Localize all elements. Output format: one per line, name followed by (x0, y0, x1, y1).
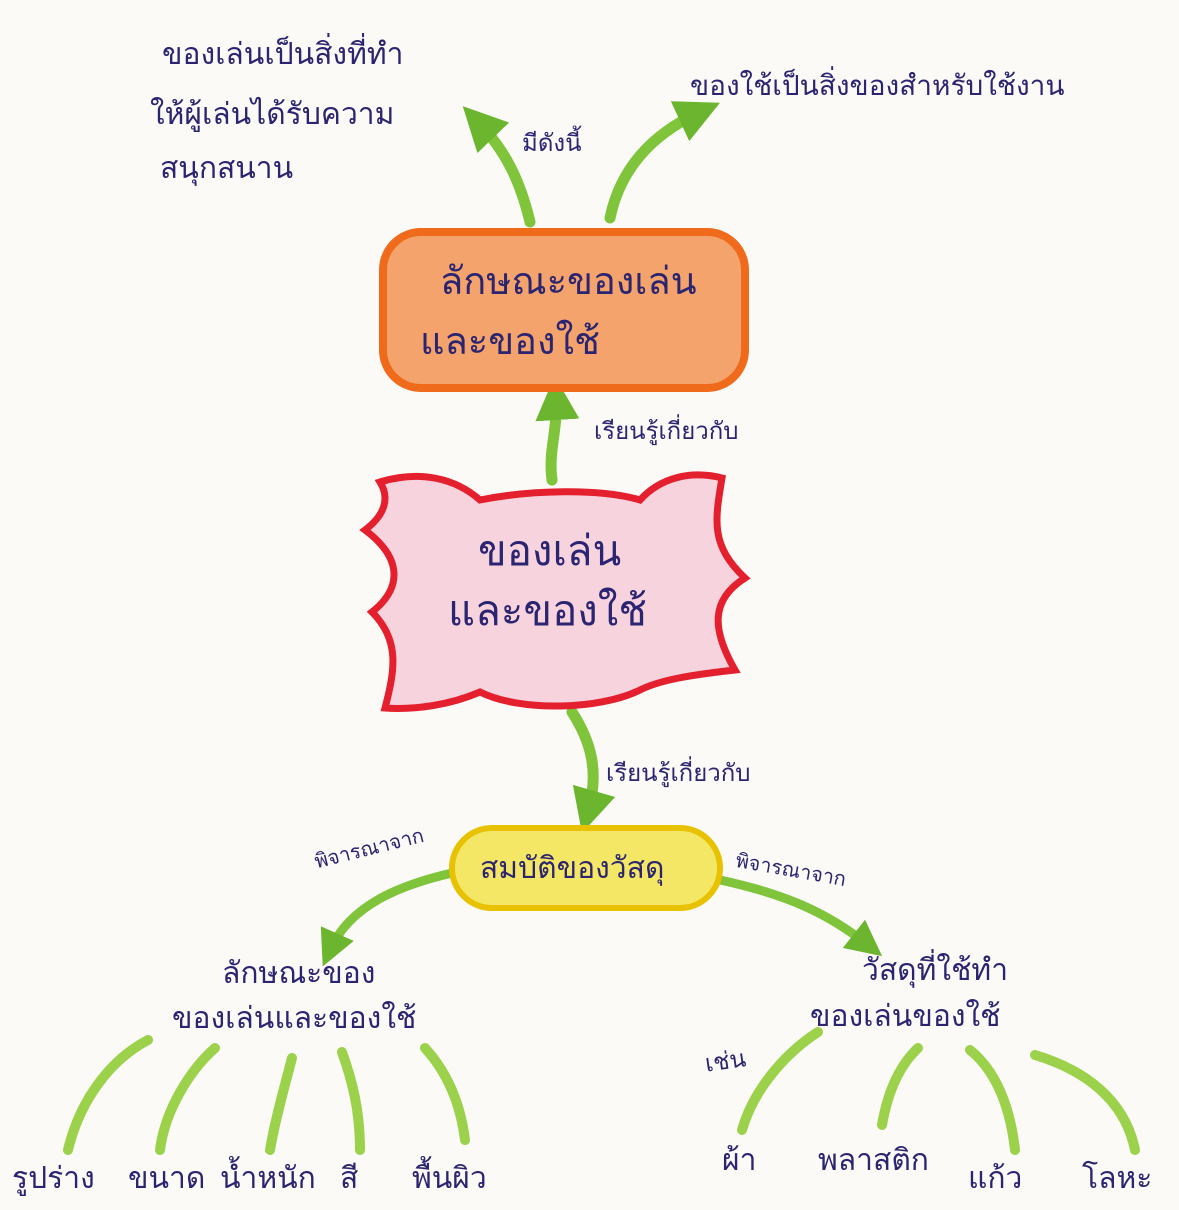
right-leaf-stroke-2 (877, 1043, 923, 1130)
bottom-node-label: สมบัติของวัสดุ (480, 851, 665, 886)
arrow-to-left-group (320, 868, 457, 967)
left-leaf-weight: น้ำหนัก (220, 1161, 316, 1196)
right-leaf-metal: โลหะ (1082, 1161, 1153, 1196)
top-node-line-2: และของใช้ (420, 319, 600, 363)
right-group-line-1: วัสดุที่ใช้ทำ (862, 953, 1009, 988)
arrow-center-to-top-node (535, 376, 580, 486)
left-leaf-stroke-1 (63, 1035, 153, 1155)
arrow-to-top-left-note (462, 106, 536, 228)
left-leaf-shape: รูปร่าง (12, 1161, 95, 1196)
top-node-shape (379, 228, 749, 392)
bottom-link-label: เรียนรู้เกี่ยวกับ (606, 759, 751, 787)
left-leaf-stroke-4 (337, 1047, 365, 1155)
right-leaf-stroke-3 (965, 1045, 1020, 1155)
top-right-note: ของใช้เป็นสิ่งของสำหรับใช้งาน (690, 69, 1065, 102)
top-node-line-1: ลักษณะของเล่น (440, 259, 697, 303)
top-left-note-line-2: ให้ผู้เล่นได้รับความ (150, 97, 395, 132)
left-leaf-size: ขนาด (128, 1161, 206, 1196)
right-group-line-2: ของเล่นของใช้ (810, 999, 1001, 1034)
bottom-node-shape (449, 825, 723, 911)
top-left-note-line-3: สนุกสนาน (160, 151, 294, 186)
left-leaf-stroke-5 (420, 1043, 470, 1145)
arrow-to-right-group (715, 875, 883, 957)
left-leaf-stroke-2 (155, 1043, 220, 1155)
top-link-label: เรียนรู้เกี่ยวกับ (594, 417, 739, 445)
right-leaf-plastic: พลาสติก (818, 1143, 929, 1178)
right-group-prefix: เช่น (703, 1044, 748, 1078)
arrow-to-top-right-note (604, 101, 720, 224)
center-node-line-2: และของใช้ (448, 586, 647, 635)
top-left-arrow-label: มีดังนี้ (522, 129, 582, 157)
right-leaf-stroke-1 (737, 1027, 823, 1135)
right-leaf-stroke-4 (1030, 1050, 1140, 1155)
center-node-shape (359, 471, 751, 712)
arrow-center-to-bottom-node (566, 706, 616, 834)
center-node-line-1: ของเล่น (478, 526, 622, 575)
top-left-note-line-1: ของเล่นเป็นสิ่งที่ทำ (162, 37, 404, 72)
left-leaf-stroke-3 (265, 1053, 297, 1155)
left-leaf-color: สี (340, 1161, 359, 1196)
left-leaf-surface: พื้นผิว (412, 1161, 487, 1196)
right-leaf-cloth: ผ้า (722, 1143, 757, 1178)
left-group-line-1: ลักษณะของ (222, 956, 376, 991)
right-leaf-glass: แก้ว (968, 1161, 1023, 1196)
left-group-line-2: ของเล่นและของใช้ (172, 1001, 417, 1036)
